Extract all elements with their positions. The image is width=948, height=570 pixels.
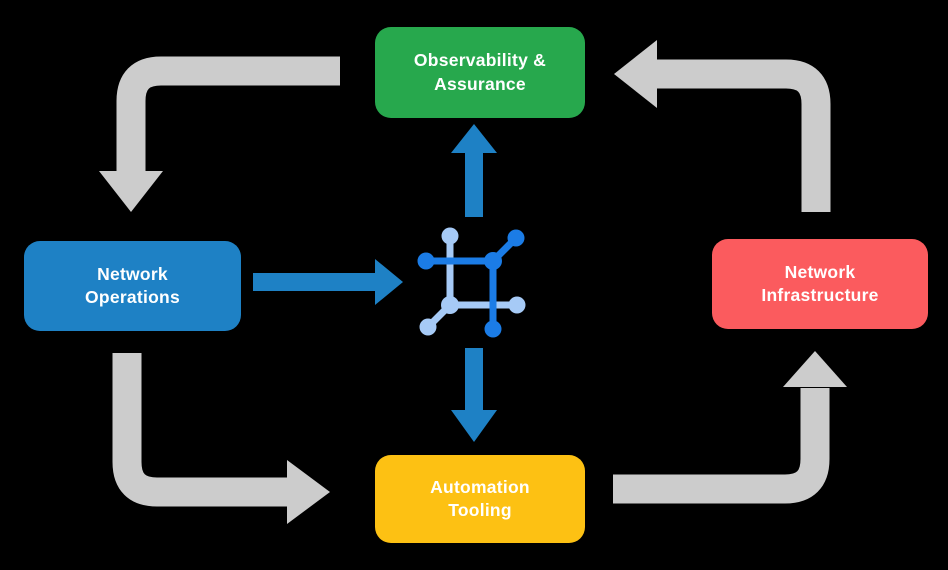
- arrow-shaft: [465, 152, 483, 217]
- icon-node-corner-tr: [484, 252, 502, 270]
- arrow-operations-to-center: [253, 259, 403, 305]
- arrow-observability-to-operations: [99, 56, 340, 212]
- arrow-head-down-icon: [99, 171, 163, 212]
- icon-node-left: [417, 252, 435, 270]
- arrow-shaft: [253, 273, 375, 291]
- icon-node-top-right: [507, 229, 525, 247]
- arrow-elbow: [656, 59, 831, 212]
- arrow-elbow: [116, 56, 340, 172]
- node-network-operations: Network Operations: [24, 241, 241, 331]
- icon-node-corner-bl: [441, 296, 459, 314]
- network-icon-light-nodes: [419, 227, 526, 336]
- node-automation-tooling: Automation Tooling: [375, 455, 585, 543]
- arrow-shaft: [465, 348, 483, 411]
- arrow-head-down-icon: [451, 410, 497, 442]
- node-observability-assurance: Observability & Assurance: [375, 27, 585, 118]
- icon-node-top: [441, 227, 459, 245]
- arrow-automation-to-infrastructure: [613, 351, 847, 504]
- arrow-elbow: [112, 353, 288, 507]
- arrow-head-up-icon: [783, 351, 847, 387]
- icon-node-bottom: [484, 320, 502, 338]
- arrow-elbow: [613, 388, 830, 504]
- arrow-center-to-observability: [451, 124, 497, 217]
- arrow-operations-to-automation: [112, 353, 330, 524]
- arrow-head-up-icon: [451, 124, 497, 153]
- arrow-head-right-icon: [375, 259, 403, 305]
- icon-node-right: [508, 296, 526, 314]
- network-nodes-icon: [417, 227, 526, 338]
- arrow-head-left-icon: [614, 40, 657, 108]
- arrow-center-to-automation: [451, 348, 497, 442]
- icon-node-bottom-left: [419, 318, 437, 336]
- arrow-infrastructure-to-observability: [614, 40, 831, 212]
- network-icon-dark-nodes: [417, 229, 525, 338]
- arrow-head-right-icon: [287, 460, 330, 524]
- node-network-infrastructure: Network Infrastructure: [712, 239, 928, 329]
